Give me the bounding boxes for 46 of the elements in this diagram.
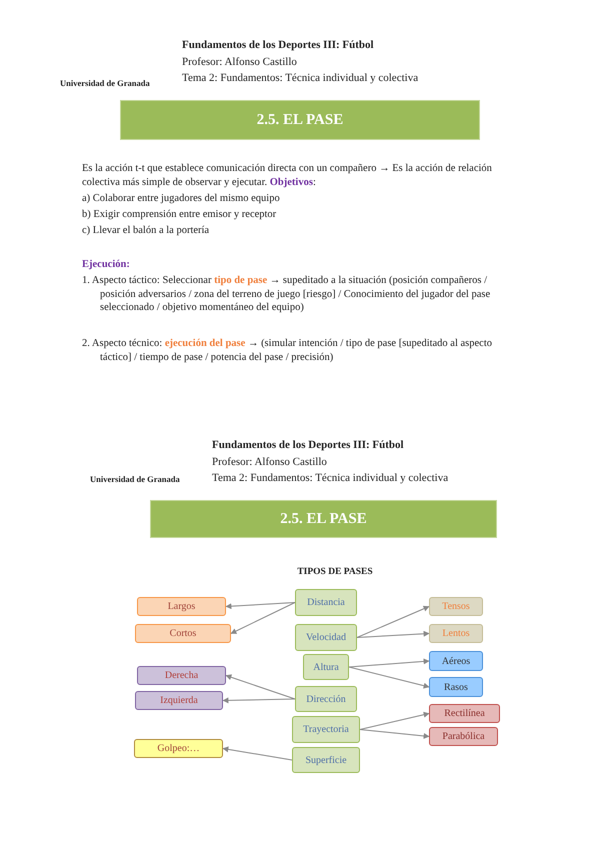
category-box: Superficie [292,747,360,773]
intro-paragraph: Es la acción t-t que establece comunicación directa con un compañero → Es la acción de relación colectiva más simple de observar y ejecutar. Objetivos: [82,162,493,190]
option-box: Rectilínea [429,704,500,723]
option-box: Largos [137,597,226,616]
arrow [348,666,430,689]
arrow [360,729,430,739]
arrow [348,658,430,668]
course-title: Fundamentos de los Deportes III: Fútbol [212,438,405,452]
section-banner: 2.5. EL PASE [120,100,480,140]
execution-item: 1. Aspecto táctico: Seleccionar tipo de pase → supeditado a la situación (posición compañeros / posición adversarios / zona del terreno de juego [riesgo] / Conocimiento del jugador del pase seleccionado / objetivo momentáneo del equipo) [82,274,492,315]
objective-item: c) Llevar el balón a la portería [82,224,210,238]
option-box: Golpeo:… [134,739,223,758]
objective-item: b) Exigir comprensión entre emisor y receptor [82,208,278,222]
category-box: Velocidad [295,624,357,651]
topic-title: Tema 2: Fundamentos: Técnica individual y colectiva [212,471,450,486]
option-box: Tensos [429,597,483,616]
section-banner: 2.5. EL PASE [150,500,497,538]
arrow [225,602,296,610]
arrow [360,712,430,730]
arrow [230,602,296,634]
option-box: Aéreos [429,651,483,671]
professor-name: Profesor: Alfonso Castillo [212,455,328,470]
option-box: Parabólica [429,727,498,746]
university-name: Universidad de Granada [60,78,151,90]
option-box: Lentos [429,624,483,643]
option-box: Derecha [137,666,226,685]
arrow [356,606,430,638]
option-box: Izquierda [135,691,223,710]
heading-text: TIPOS DE PASES [296,566,374,578]
section-heading: Ejecución: [82,258,131,272]
option-box: Cortos [135,624,231,643]
topic-title: Tema 2: Fundamentos: Técnica individual y colectiva [182,71,420,86]
arrow [222,697,296,704]
execution-item: 2. Aspecto técnico: ejecución del pase → (simular intención / tipo de pase [supeditado al aspecto táctico] / tiempo de pase / potencia del pase / precisión) [82,337,493,364]
objective-item: a) Colaborar entre jugadores del mismo equipo [82,192,281,206]
category-box: Distancia [295,589,357,616]
arrow [225,674,296,700]
category-box: Altura [303,654,349,680]
option-box: Rasos [429,677,483,697]
university-name: Universidad de Granada [90,474,181,486]
course-title: Fundamentos de los Deportes III: Fútbol [182,38,375,52]
category-box: Dirección [295,686,357,712]
arrow [222,746,292,760]
category-box: Trayectoria [292,716,360,743]
arrow [356,630,430,638]
professor-name: Profesor: Alfonso Castillo [182,55,298,70]
